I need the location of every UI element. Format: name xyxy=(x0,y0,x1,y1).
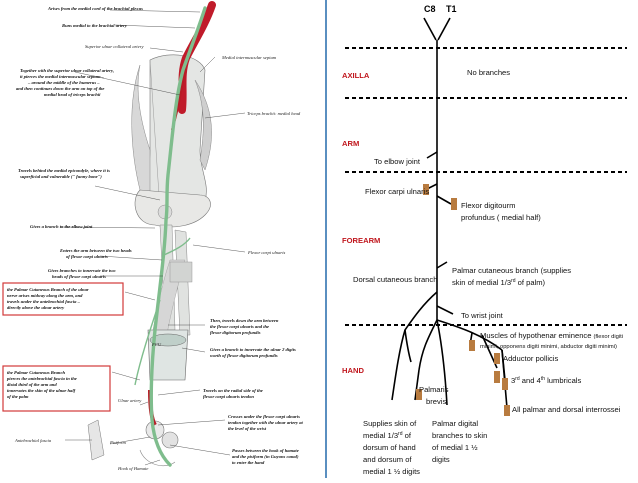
label-interossei: All palmar and dorsal interrossei xyxy=(512,405,621,414)
label-guyons-canal: Passes between the hook of hamate and th… xyxy=(232,448,300,465)
region-hand: HAND xyxy=(342,366,364,375)
root-c8: C8 xyxy=(424,4,436,14)
region-forearm: FOREARM xyxy=(342,236,380,245)
label-enters-between-heads: Enters the arm between the two heads of … xyxy=(59,248,133,259)
label-dorsal-cutaneous-branch: Dorsal cutaneous branch xyxy=(353,275,437,284)
ulnar-nerve-branch-schematic: C8 T1 AXILLA ARM FOREARM HAND xyxy=(327,0,638,478)
fcu-muscle-block xyxy=(147,329,189,381)
label-crosses-under-fcu: Crosses under the flexor carpi ulnaris t… xyxy=(228,414,304,431)
label-palmar-cutaneous-branch: Palmar cutaneous branch (supplies skin o… xyxy=(452,266,573,287)
label-travels-between-fcu-fdp: Then, travels down the arm between the f… xyxy=(210,318,280,335)
muscle-markers xyxy=(416,184,510,416)
label-flexor-carpi-ulnaris: Flexor carpi ulnaris xyxy=(365,187,429,196)
label-to-wrist-joint: To wrist joint xyxy=(461,311,504,320)
label-adductor-pollicis: Adductor pollicis xyxy=(503,354,558,363)
label-no-branches: No branches xyxy=(467,68,510,77)
panel-divider xyxy=(325,0,327,478)
label-branches-fcu-heads: Gives branches to innervate the two head… xyxy=(48,268,117,279)
ulnar-nerve xyxy=(149,6,207,467)
label-branch-elbow-joint: Gives a branch to the elbow joint xyxy=(30,224,93,229)
label-hook-of-hamate: Hook of Hamate xyxy=(117,466,148,471)
label-pierces-septum: Together with the superior ulnar collate… xyxy=(16,68,115,97)
label-superior-ulnar-collateral-artery: Superior ulnar collateral artery xyxy=(85,44,145,49)
humerus-bone xyxy=(147,54,207,216)
label-lumbricals: 3rd and 4th lumbricals xyxy=(511,376,581,385)
region-arm: ARM xyxy=(342,139,359,148)
elbow-epicondyle xyxy=(134,189,211,228)
palmar-cutaneous-branch xyxy=(134,299,161,386)
ulnar-nerve-anatomy-illustration: Arises from the medial cord of the brach… xyxy=(2,1,304,471)
label-to-elbow-joint: To elbow joint xyxy=(374,157,421,166)
label-hypothenar-muscles: Muscles of hypothenar eminence(flexor di… xyxy=(480,331,625,350)
label-fcu: FCU xyxy=(151,342,162,347)
label-supplies-dorsum-skin: Supplies skin of medial 1/3rd of dorsum … xyxy=(363,419,420,476)
label-runs-medial-brachial-artery: Runs medial to the brachial artery xyxy=(62,23,128,28)
label-ulnar-artery: Ulnar artery xyxy=(118,398,142,403)
label-triceps-medial-head: Triceps brachii: medial head xyxy=(247,111,301,116)
label-arises-medial-cord: Arises from the medial cord of the brach… xyxy=(47,6,143,11)
label-pisiform: Pisiform xyxy=(109,440,127,445)
region-axilla: AXILLA xyxy=(342,71,370,80)
label-flexor-carpi-ulnaris: Flexor carpi ulnaris xyxy=(247,250,285,255)
label-medial-intermuscular-septum: Medial intermuscular septum xyxy=(221,55,277,60)
region-dividers xyxy=(345,47,627,326)
label-palmar-digital-branches: Palmar digital branches to skin of media… xyxy=(432,419,489,464)
label-palmaris-brevis: Palmaris brevis xyxy=(419,385,451,406)
highlight-box-palmar-branch-pierces xyxy=(2,365,111,412)
label-radial-side-fcu-tendon: Travels on the radial side of the flexor… xyxy=(203,388,264,399)
label-branch-fdp: Gives a branch to innervate the ulnar 2 … xyxy=(210,347,297,358)
highlight-box-palmar-branch-origin xyxy=(2,282,124,316)
fcu-branch xyxy=(163,237,191,256)
label-fdp: Flexor digitourm profundus ( medial half… xyxy=(461,201,541,222)
label-palmar-branch-pierces: the Palmar Cutaneous Branch pierces the … xyxy=(6,370,78,399)
label-palmar-branch-origin: the Palmar Cutaneous Branch of the ulnar… xyxy=(7,287,90,310)
label-antebrachial-fascia: Antebrachial fascia xyxy=(14,438,52,443)
root-t1: T1 xyxy=(446,4,457,14)
label-medial-epicondyle: Travels behind the medial epicondyle, wh… xyxy=(18,168,111,179)
